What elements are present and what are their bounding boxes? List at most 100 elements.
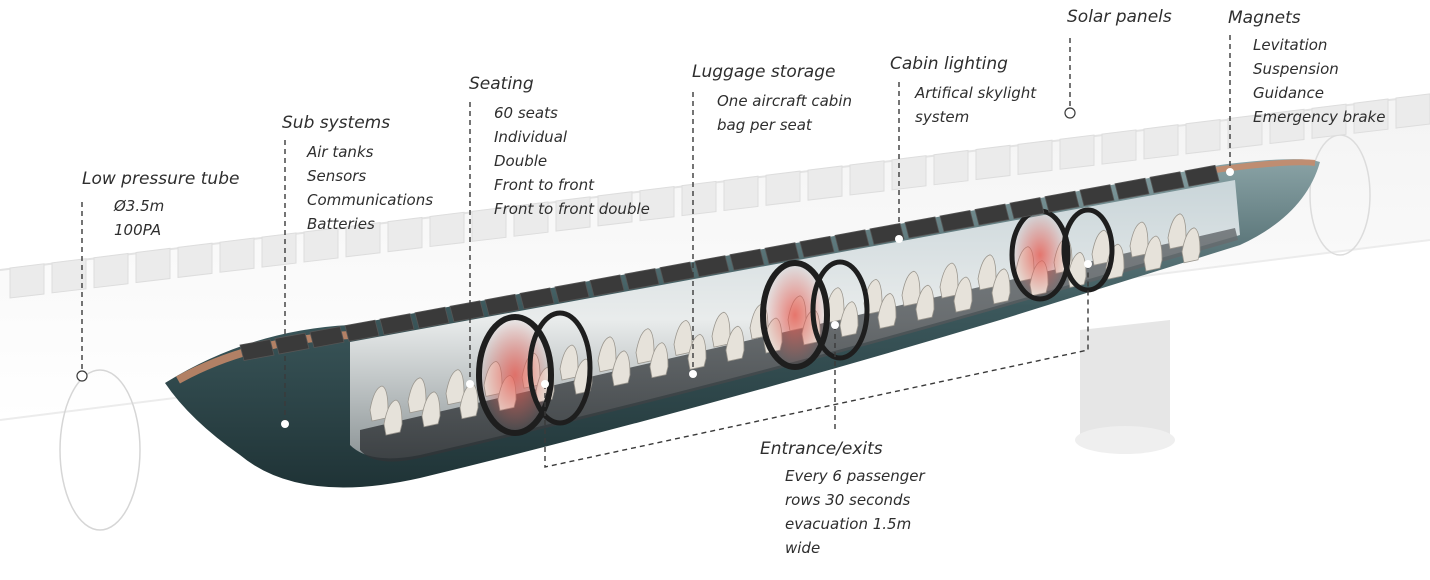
roof-panel: [484, 293, 520, 316]
callout-magnets: Magnets Levitation Suspension Guidance E…: [1228, 7, 1385, 129]
callout-item: Front to front: [494, 176, 594, 194]
dot-magnets: [1226, 168, 1234, 176]
tube-panel: [723, 175, 759, 212]
tube-panel: [849, 160, 885, 196]
roof-panel: [694, 255, 730, 278]
roof-panel: [939, 210, 975, 232]
roof-panel: [274, 332, 310, 355]
callout-item: Emergency brake: [1253, 108, 1386, 126]
callout-title: Low pressure tube: [82, 169, 240, 189]
callout-item: Double: [494, 152, 548, 170]
callout-item: Suspension: [1253, 60, 1339, 78]
tube-panel: [1395, 93, 1430, 129]
seat: [953, 276, 973, 313]
tube-panel: [9, 263, 45, 299]
tube-support-pylon: [1075, 320, 1175, 454]
callout-item: One aircraft cabin: [717, 92, 853, 110]
callout-title: Luggage storage: [692, 62, 836, 82]
tube-panel: [597, 191, 633, 227]
seat: [649, 342, 669, 379]
callout-title: Sub systems: [282, 113, 391, 133]
roof-panel: [1184, 164, 1220, 187]
callout-item: 60 seats: [494, 104, 558, 122]
seat: [1143, 235, 1163, 272]
tube-panel: [681, 180, 717, 217]
callout-item: wide: [785, 539, 821, 557]
door-frames: [476, 207, 1115, 436]
roof-solar-panels: [239, 164, 1220, 361]
callout-item: Every 6 passenger: [785, 467, 925, 485]
callout-item: Air tanks: [307, 143, 374, 161]
seat: [687, 333, 707, 370]
roof-panel: [379, 313, 415, 336]
tube-panel: [135, 247, 171, 284]
tube-panel: [1269, 108, 1305, 145]
roof-panel: [519, 287, 555, 310]
roof-panel: [659, 261, 695, 284]
seat: [915, 284, 935, 321]
guide-entrance-exits: [544, 265, 1089, 468]
tube-panel: [975, 144, 1011, 181]
seat: [383, 399, 403, 436]
callout-item: Batteries: [307, 215, 375, 233]
tube-panel: [1227, 113, 1263, 150]
roof-panel: [799, 235, 835, 258]
callout-title: Solar panels: [1067, 7, 1172, 27]
tube-panel: [1311, 103, 1347, 139]
tube-panel: [471, 206, 507, 242]
tube-panel: [261, 232, 297, 268]
callout-dots: [76, 107, 1234, 428]
callout-item: Guidance: [1253, 84, 1324, 102]
callout-luggage-storage: Luggage storage One aircraft cabin bag p…: [692, 61, 852, 137]
tube-panel: [765, 170, 801, 206]
tube-panel: [177, 242, 213, 278]
callout-item: Artifical skylight: [915, 84, 1037, 102]
tube-panel: [345, 222, 381, 258]
tube-panel: [51, 258, 87, 294]
dot-seating: [466, 380, 474, 388]
callout-cabin-lighting: Cabin lighting Artifical skylight system: [890, 53, 1036, 129]
roof-panel: [239, 339, 275, 361]
roof-panel: [624, 268, 660, 291]
roof-panel: [1079, 184, 1115, 207]
dot-cabin-lighting: [895, 235, 903, 243]
roof-panel: [904, 216, 940, 239]
dot-solar-panels: [1064, 107, 1076, 119]
tube-panel: [513, 201, 549, 237]
roof-panel: [414, 306, 450, 329]
callout-item: Individual: [494, 128, 568, 146]
callout-item: Communications: [307, 191, 434, 209]
tube-panel: [429, 211, 465, 248]
tube-panel: [555, 196, 591, 232]
tube-solar-strip: [9, 93, 1430, 299]
callout-item: Levitation: [1253, 36, 1328, 54]
roof-panel: [1114, 177, 1150, 200]
tube-panel: [93, 252, 129, 289]
callout-title: Entrance/exits: [760, 439, 883, 459]
tube-panel: [1185, 119, 1221, 155]
callout-item: Sensors: [307, 167, 367, 185]
callout-item: evacuation 1.5m: [785, 515, 912, 533]
dot-sub-systems: [281, 420, 289, 428]
dot-luggage-storage: [689, 370, 697, 378]
callout-item: Ø3.5m: [114, 197, 165, 215]
callout-solar-panels: Solar panels: [1067, 6, 1172, 28]
tube-panel: [933, 149, 969, 186]
roof-panel: [1009, 197, 1045, 220]
seat: [1181, 227, 1201, 264]
tube-panel: [219, 237, 255, 273]
callout-item: rows 30 seconds: [785, 491, 911, 509]
tube-panel: [1059, 134, 1095, 170]
roof-panel: [309, 326, 345, 349]
dot-entrance-middle: [831, 321, 839, 329]
tube-panel: [1353, 98, 1389, 134]
callout-item: system: [915, 108, 970, 126]
callout-low-pressure-tube: Low pressure tube Ø3.5m 100PA: [82, 168, 239, 242]
seat: [877, 292, 897, 329]
callout-guides: [81, 35, 1231, 468]
callout-sub-systems: Sub systems Air tanks Sensors Communicat…: [282, 112, 433, 236]
roof-panel: [1149, 171, 1185, 194]
roof-panel: [589, 274, 625, 297]
callout-item: 100PA: [114, 221, 162, 239]
